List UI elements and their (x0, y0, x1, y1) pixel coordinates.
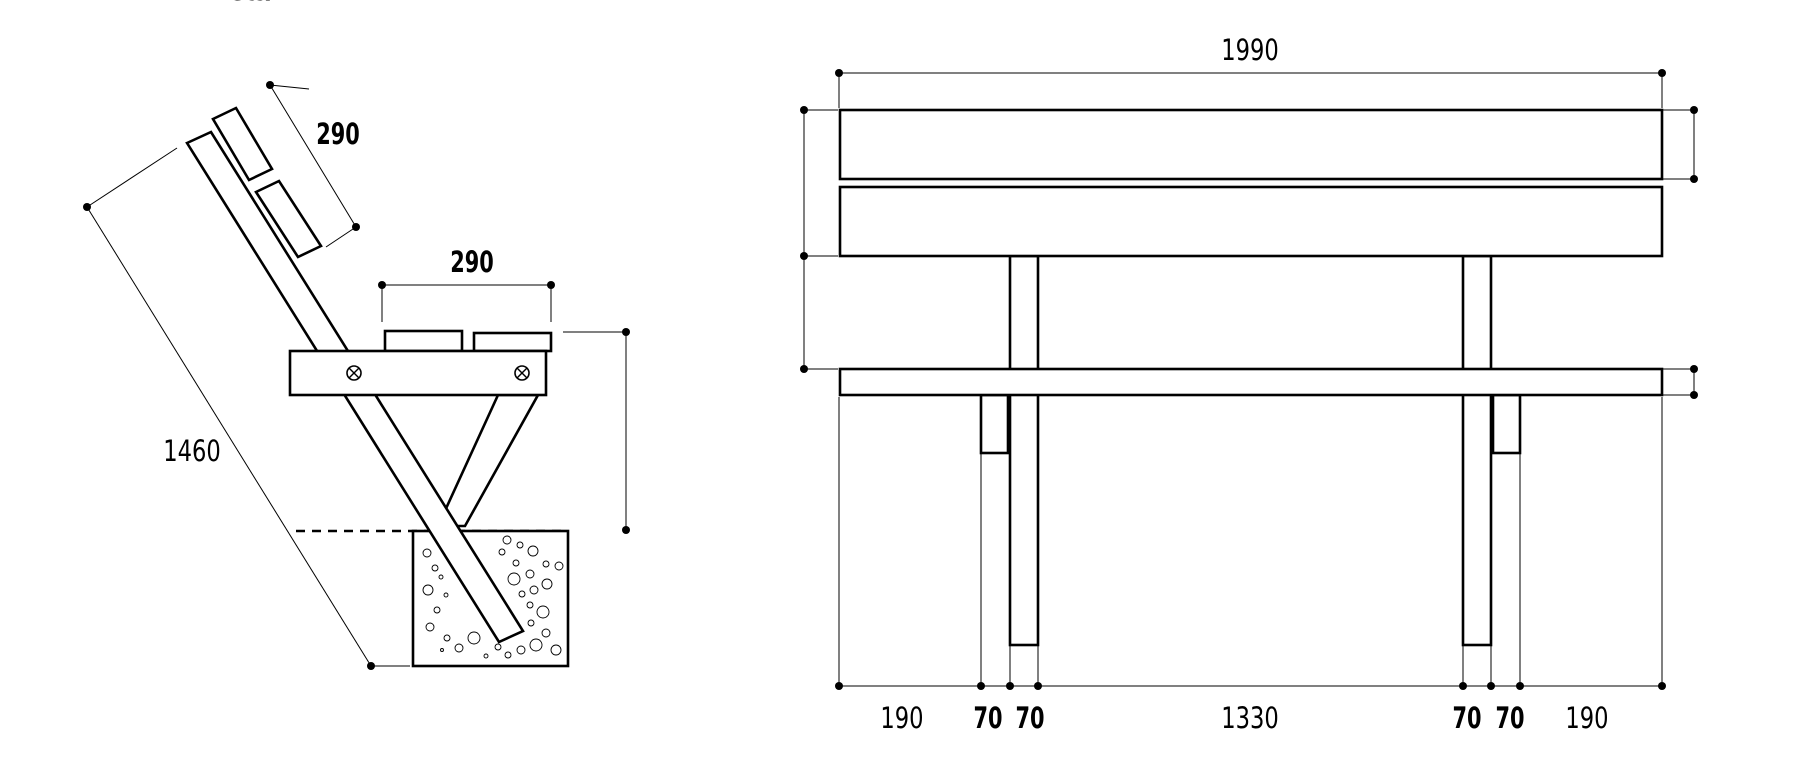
dim-seat-width: 290 (378, 246, 555, 322)
front-backrest-board-bottom (838, 185, 1664, 258)
dim-bottom-segment-5: 70 (1452, 702, 1481, 735)
dim-backrest-gap-label: 324 (232, 0, 276, 7)
dim-total-width-label: 1990 (1221, 34, 1279, 67)
dim-seat-height: 420 (232, 0, 630, 534)
bolt-right-icon (514, 365, 530, 381)
dim-total-width: 1990 (835, 34, 1666, 108)
front-post-left (1008, 254, 1040, 647)
dim-backrest-width: 290 (266, 81, 360, 248)
dim-seat-height-label: 420 (232, 0, 276, 7)
dim-board-height-label: 140 (232, 0, 276, 7)
dim-bottom-segment-6: 70 (1495, 702, 1524, 735)
dim-bottom-chain: 190 70 70 1330 70 70 190 (835, 397, 1666, 736)
seat-board-1 (383, 329, 464, 353)
dim-left-vertical: 290 324 (232, 0, 838, 373)
dim-backrest-width-label: 290 (316, 118, 360, 151)
dim-bottom-segment-1: 190 (880, 702, 923, 735)
concrete-texture (422, 535, 564, 659)
dim-seat-thickness-label: 45 (239, 0, 268, 7)
backrest-board-1 (211, 106, 274, 182)
dim-total-length: 1460 (83, 147, 410, 670)
dim-board-height: 140 (232, 0, 1698, 183)
dim-total-length-label: 1460 (163, 435, 221, 468)
dim-bottom-segment-4: 1330 (1221, 702, 1279, 735)
dim-backrest-height-label: 290 (232, 0, 276, 7)
dim-bottom-segment-7: 190 (1565, 702, 1608, 735)
front-seat-board (838, 367, 1664, 397)
front-view: 1990 290 324 140 (232, 0, 1698, 736)
side-view: 290 1460 290 420 (83, 0, 630, 670)
seat-support-left (979, 393, 1010, 455)
seat-board-2 (472, 331, 553, 353)
seat-support-right (1491, 393, 1522, 455)
dim-bottom-segment-2: 70 (973, 702, 1002, 735)
rear-leg (435, 393, 541, 528)
dim-seat-width-label: 290 (450, 246, 494, 279)
bolt-left-icon (346, 365, 362, 381)
dim-seat-thickness: 45 (239, 0, 1698, 399)
dim-bottom-segment-3: 70 (1015, 702, 1044, 735)
backrest-board-2 (254, 179, 323, 259)
front-backrest-board-top (838, 108, 1664, 181)
front-post-right (1461, 254, 1493, 647)
seat-bearer (288, 349, 548, 397)
